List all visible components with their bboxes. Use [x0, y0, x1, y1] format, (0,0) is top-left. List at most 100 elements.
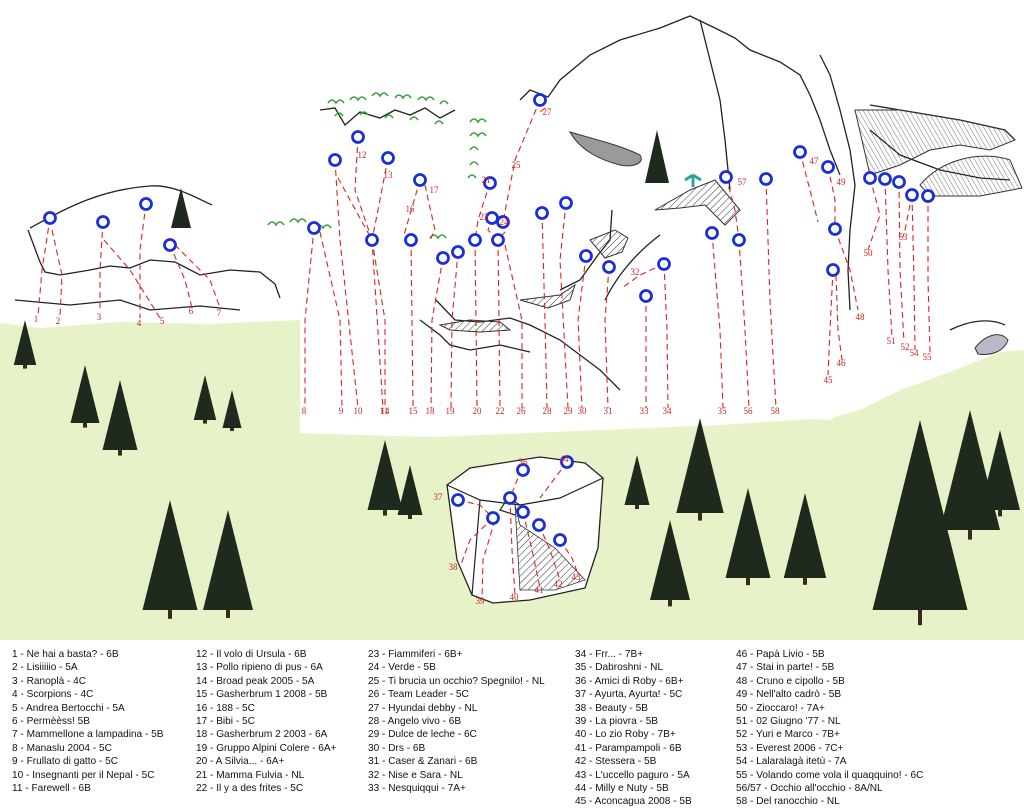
- anchor-ring: [451, 493, 465, 507]
- route-number: 40: [510, 592, 520, 602]
- route-line: [539, 107, 546, 113]
- overhang: [654, 179, 741, 226]
- route-number: 2: [56, 316, 61, 326]
- route-line: [410, 239, 414, 409]
- tree: [13, 320, 37, 369]
- overhang: [854, 109, 1016, 176]
- route-line: [51, 229, 63, 317]
- anchor-ring: [657, 257, 671, 271]
- route-line: [911, 194, 916, 351]
- tree: [397, 465, 423, 519]
- legend-entry: 20 - A Silvia... - 6A+: [196, 756, 285, 768]
- route-number: 48: [856, 312, 866, 322]
- route-number: 35: [718, 406, 728, 416]
- tree: [783, 493, 827, 585]
- tree: [980, 430, 1020, 517]
- anchor-ring: [532, 518, 546, 532]
- route-number: 45: [824, 375, 834, 385]
- legend-entry: 1 - Ne hai a basta? - 6B: [12, 649, 119, 660]
- vegetation: [267, 92, 487, 240]
- route-number: 39: [476, 596, 486, 606]
- legend-entry: 10 - Insegnanti per il Nepal - 5C: [12, 769, 155, 781]
- legend-entry: 36 - Amici di Roby - 6B+: [575, 675, 684, 687]
- route-number: 16: [406, 204, 416, 214]
- route-line: [139, 203, 147, 318]
- legend-entry: 6 - Permèèss! 5B: [12, 716, 90, 728]
- route-line: [103, 239, 161, 319]
- forest: [13, 320, 1020, 626]
- anchor-ring: [560, 455, 574, 469]
- anchor-ring: [381, 151, 395, 165]
- route-number: 14: [381, 406, 391, 416]
- anchor-ring: [496, 215, 510, 229]
- legend-column-1: 1 - Ne hai a basta? - 6B 2 - Lisiiiiio - …: [12, 648, 163, 795]
- route-line: [827, 166, 836, 229]
- legend-entry: 23 - Fiammiferi - 6B+: [368, 649, 463, 660]
- legend-entry: 9 - Frullato di gatto - 5C: [12, 756, 119, 768]
- route-line: [927, 196, 931, 353]
- legend-entry: 12 - Il volo di Ursula - 6B: [196, 649, 307, 660]
- legend-entry: 7 - Mammellone a lampadina - 5B: [12, 729, 164, 741]
- route-number: 7: [217, 308, 222, 318]
- small-tree: [171, 130, 702, 228]
- anchor-ring: [863, 171, 877, 185]
- route-line: [663, 263, 669, 409]
- legend-entry: 2 - Lisiiiiio - 5A: [12, 662, 78, 674]
- route-line: [354, 136, 373, 241]
- anchor-ring: [163, 238, 177, 252]
- anchor-ring: [579, 249, 593, 263]
- route-line: [835, 274, 843, 361]
- route-number: 13: [384, 170, 394, 180]
- legend-entry: 34 - Frr... - 7B+: [575, 649, 644, 660]
- route-number: 4: [137, 318, 142, 328]
- route-line: [711, 232, 724, 409]
- anchor-ring: [602, 260, 616, 274]
- legend-entry: 31 - Caser & Zanari - 6B: [368, 756, 478, 768]
- anchor-ring: [328, 153, 342, 167]
- route-number: 44: [560, 454, 570, 464]
- route-line: [621, 263, 665, 289]
- anchor-ring: [759, 172, 773, 186]
- route-number: 9: [339, 406, 344, 416]
- legend-entry: 38 - Beauty - 5B: [575, 702, 648, 714]
- route-number: 8: [302, 406, 307, 416]
- route-number: 43: [572, 572, 582, 582]
- route-line: [430, 257, 444, 409]
- route-line: [304, 227, 315, 408]
- legend-entry: 52 - Yuri e Marco - 7B+: [736, 729, 840, 741]
- overhang: [519, 283, 576, 309]
- route-number: 1: [34, 314, 39, 324]
- tree: [624, 455, 650, 509]
- legend-entry: 5 - Andrea Bertocchi - 5A: [12, 702, 125, 714]
- legend-entry: 53 - Everest 2006 - 7C+: [736, 742, 844, 754]
- legend-entry: 13 - Pollo ripieno di pus - 6A: [196, 662, 323, 674]
- route-number: 29: [564, 406, 574, 416]
- route-line: [559, 539, 579, 575]
- legend-entry: 8 - Manaslu 2004 - 5C: [12, 742, 112, 754]
- route-number: 50: [864, 248, 874, 258]
- legend-entry: 47 - Stai in parte! - 5B: [736, 662, 835, 674]
- legend-entry: 22 - Il y a des frites - 5C: [196, 783, 304, 795]
- route-number: 19: [446, 406, 456, 416]
- legend-entry: 18 - Gasherbrum 2 2003 - 6A: [196, 729, 328, 741]
- anchor-ring: [43, 211, 57, 225]
- legend-entry: 54 - Lalaralagà itetù - 7A: [736, 756, 847, 768]
- route-number: 30: [578, 406, 588, 416]
- legend-entry: 49 - Nell'alto cadrò - 5B: [736, 689, 842, 701]
- route-number: 33: [640, 406, 650, 416]
- route-line: [169, 244, 193, 309]
- route-number: 10: [354, 406, 364, 416]
- route-number: 25: [512, 160, 522, 170]
- legend-entry: 35 - Dabroshni - NL: [575, 662, 664, 674]
- route-number: 51: [887, 336, 896, 346]
- legend-entry: 16 - 188 - 5C: [196, 702, 255, 714]
- route-line: [902, 194, 913, 238]
- route-number: 15: [409, 406, 419, 416]
- route-number: 58: [771, 406, 781, 416]
- legend-entry: 15 - Gasherbrum 1 2008 - 5B: [196, 689, 328, 701]
- route-number: 3: [97, 312, 102, 322]
- anchor-ring: [307, 221, 321, 235]
